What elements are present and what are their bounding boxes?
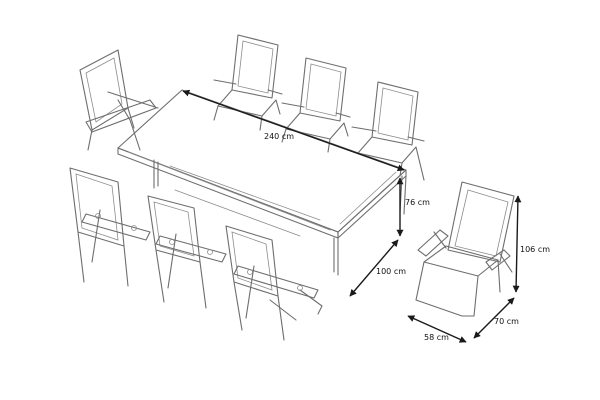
label-chair-width: 58 cm <box>424 333 449 342</box>
label-table-width: 100 cm <box>376 267 406 276</box>
dimension-lines <box>182 89 522 343</box>
dim-arrow-table-length <box>182 89 405 172</box>
label-chair-depth: 70 cm <box>494 317 519 326</box>
label-table-height: 76 cm <box>405 198 430 207</box>
chair-left-end <box>79 49 159 151</box>
dim-arrow-chair-height <box>512 195 522 293</box>
chair-standalone <box>415 181 515 317</box>
table <box>117 89 407 276</box>
chair-front-3 <box>225 225 323 341</box>
label-chair-height: 106 cm <box>520 245 550 254</box>
label-table-length: 240 cm <box>264 132 294 141</box>
chair-front-2 <box>147 195 227 309</box>
dim-arrow-chair-width <box>407 315 467 343</box>
chair-front-1 <box>69 167 151 287</box>
dim-arrow-table-width <box>349 239 399 297</box>
dim-arrow-chair-depth <box>473 297 515 339</box>
chair-back-3 <box>351 81 425 181</box>
chair-back-1 <box>213 34 283 131</box>
